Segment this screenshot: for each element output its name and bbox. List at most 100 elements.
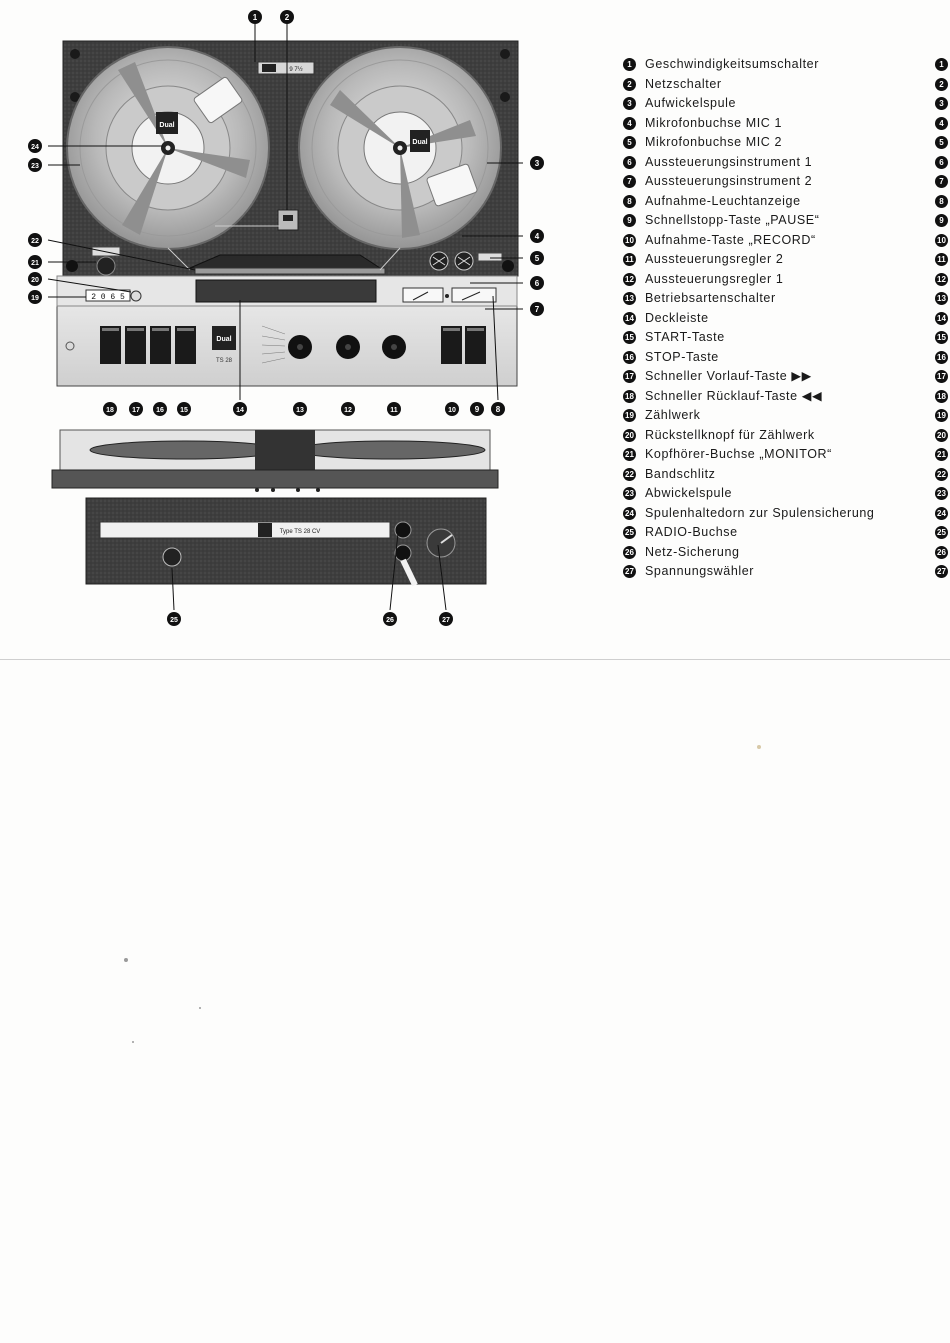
legend-number-badge: 13 [623,292,636,305]
callout-14: 14 [233,402,247,416]
legend-label: Bandschlitz [645,466,716,481]
legend-number-badge: 27 [623,565,636,578]
svg-text:1: 1 [253,13,258,22]
legend-label: Mikrofonbuchse MIC 2 [645,135,783,149]
legend-label: Deckleiste [645,310,709,325]
legend-number-badge: 23 [623,487,636,500]
callout-13: 13 [293,402,307,416]
callout-1: 1 [248,10,262,24]
right-edge-number: 14 [935,311,948,325]
legend-number-badge: 10 [623,233,636,247]
legend-label: Aussteuerungsregler 2 [645,252,784,266]
svg-text:13: 13 [296,407,304,414]
svg-text:11: 11 [390,407,398,414]
counter-display: 2 0 6 5 [91,293,125,302]
svg-text:6: 6 [535,279,540,288]
svg-text:23: 23 [31,163,39,170]
svg-text:27: 27 [442,617,450,624]
callout-25: 25 [167,612,181,626]
right-edge-number: 27 [935,565,948,578]
svg-text:5: 5 [535,254,540,263]
callout-3: 3 [530,156,544,170]
legend-number-badge: 26 [623,545,636,559]
callout-2: 2 [280,10,294,24]
right-edge-number: 9 [935,214,948,227]
svg-text:4: 4 [535,232,540,241]
callout-18: 18 [103,402,117,416]
legend-number-badge: 11 [623,253,636,266]
scan-speck [199,1007,201,1009]
callout-6: 6 [530,276,544,290]
callout-10: 10 [445,402,459,416]
legend-number-badge: 20 [623,428,636,442]
svg-text:21: 21 [31,260,39,267]
legend-item: 26 Netz-Sicherung [623,543,883,563]
legend-label: Zählwerk [645,408,701,422]
svg-text:10: 10 [448,407,456,414]
legend-number-badge: 18 [623,389,636,403]
callout-27: 27 [439,612,453,626]
legend-number-badge: 21 [623,448,636,461]
power-switch [277,209,299,231]
right-edge-number: 15 [935,331,948,344]
legend-label: Netz-Sicherung [645,544,740,559]
legend-item: 9 Schnellstopp-Taste „PAUSE“ [623,211,883,231]
scan-speck [132,1041,134,1043]
legend-number-badge: 9 [623,214,636,227]
callout-7: 7 [530,302,544,316]
callout-9: 9 [470,402,484,416]
right-edge-number: 10 [935,233,948,247]
svg-text:14: 14 [236,407,244,414]
tape-slot [167,225,401,275]
right-edge-number: 2 [935,77,948,91]
reel-label-brand-right: Dual [412,139,427,146]
callout-4: 4 [530,229,544,243]
svg-text:18: 18 [106,407,114,414]
svg-text:16: 16 [156,407,164,414]
legend-number-badge: 6 [623,155,636,169]
legend-number-badge: 7 [623,175,636,188]
legend-number-badge: 16 [623,350,636,364]
right-edge-number: 11 [935,253,948,266]
legend-label: Schnellstopp-Taste „PAUSE“ [645,213,820,227]
right-edge-number: 12 [935,272,948,286]
callout-19: 19 [28,290,42,304]
legend-number-badge: 24 [623,506,636,520]
right-edge-number: 6 [935,155,948,169]
legend-number-badge: 5 [623,136,636,149]
scan-speck [124,958,128,962]
legend-number-badge: 19 [623,409,636,422]
svg-text:2: 2 [285,13,290,22]
legend-item: 5 Mikrofonbuchse MIC 2 [623,133,883,153]
front-brand: Dual [216,336,231,343]
callout-23: 23 [28,158,42,172]
reel-label-brand: Dual [159,122,174,129]
legend-number-badge: 8 [623,194,636,208]
legend-label: Netzschalter [645,76,722,91]
right-edge-number: 3 [935,97,948,110]
legend-number-badge: 1 [623,58,636,71]
mic-sockets [429,251,514,272]
front-model: TS 28 [216,358,233,364]
legend-number-badge: 25 [623,526,636,539]
callout-26: 26 [383,612,397,626]
legend-label: Aufnahme-Taste „RECORD“ [645,232,816,247]
callout-15: 15 [177,402,191,416]
legend-label: Aussteuerungsinstrument 2 [645,174,813,188]
callout-21: 21 [28,255,42,269]
